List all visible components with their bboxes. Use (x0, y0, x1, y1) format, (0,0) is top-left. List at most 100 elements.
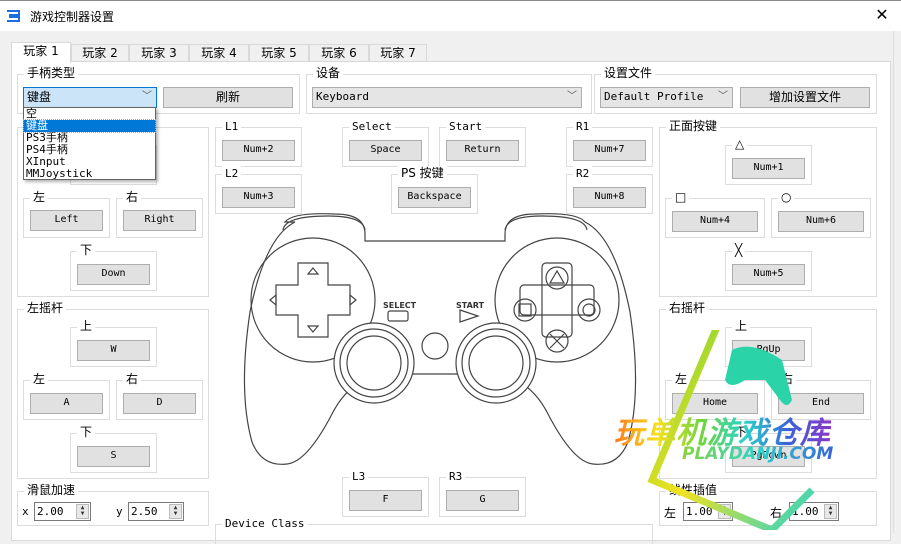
tab-player-3[interactable]: 玩家 3 (129, 44, 189, 62)
circle-icon (582, 303, 596, 317)
group-label: 下 (77, 243, 96, 258)
rs-down-button[interactable]: PgDown (732, 446, 805, 467)
option-keyboard[interactable]: 键盘 (23, 119, 156, 133)
ps-key-button[interactable]: Backspace (398, 187, 471, 208)
left-stick-group: 左摇杆 (17, 301, 209, 479)
select-key-button[interactable]: Space (349, 140, 422, 161)
dpad-left-button[interactable]: Left (30, 210, 103, 231)
rs-up-button[interactable]: PgUp (732, 340, 805, 361)
face-cross (541, 262, 573, 338)
dpad-down-button[interactable]: Down (77, 264, 150, 285)
dpad-left-group: 左 (23, 190, 110, 238)
group-label: 右 (123, 190, 142, 205)
start-key-button[interactable]: Return (446, 140, 519, 161)
ls-up-group: 上 (70, 319, 157, 367)
group-label: 左摇杆 (24, 301, 67, 316)
ls-down-group: 下 (70, 425, 157, 473)
dpad-left-icon (269, 293, 277, 307)
device-select[interactable]: Keyboard﹀ (312, 87, 582, 108)
group-label: 滑鼠加速 (24, 483, 79, 498)
device-class-group: Device Class (215, 516, 653, 544)
start-group: Start (439, 119, 526, 167)
option-xinput[interactable]: XInput (26, 156, 66, 168)
group-label: L3 (349, 469, 369, 484)
r3-group: R3 (439, 469, 526, 517)
option-mmjoystick[interactable]: MMJoystick (26, 168, 93, 180)
right-shoulder (504, 215, 588, 231)
left-stick (333, 322, 415, 404)
tab-player-2[interactable]: 玩家 2 (71, 44, 129, 62)
profile-select[interactable]: Default Profile﹀ (600, 87, 733, 108)
l3-button[interactable]: F (349, 490, 422, 511)
select-pad-button (387, 310, 409, 322)
l1-button[interactable]: Num+2 (222, 140, 295, 161)
ls-right-button[interactable]: D (123, 393, 196, 414)
add-profile-button[interactable]: 增加设置文件 (740, 87, 870, 108)
spin-arrows-icon[interactable]: ▲▼ (718, 504, 731, 519)
circle-group: ○ (771, 190, 871, 238)
right-stick (455, 322, 537, 404)
square-group: □ (665, 190, 765, 238)
left-label: 左 (664, 506, 677, 520)
app-icon (7, 10, 20, 22)
group-label: 线性插值 (666, 483, 721, 498)
dpad-right-button[interactable]: Right (123, 210, 196, 231)
close-button[interactable]: ✕ (875, 5, 889, 24)
rs-left-button[interactable]: Home (672, 393, 758, 414)
refresh-button[interactable]: 刷新 (163, 87, 293, 108)
circle-button[interactable]: Num+6 (778, 211, 864, 232)
chevron-down-icon: ﹀ (718, 91, 728, 102)
ls-down-button[interactable]: S (77, 446, 150, 467)
l2-group: L2 (215, 166, 302, 214)
square-button[interactable]: Num+4 (672, 211, 758, 232)
r3-button[interactable]: G (446, 490, 519, 511)
option-ps4[interactable]: PS4手柄 (26, 144, 68, 156)
l2-button[interactable]: Num+3 (222, 187, 295, 208)
mouse-y-spinbox[interactable]: 2.50 ▲▼ (128, 502, 184, 521)
tab-player-6[interactable]: 玩家 6 (309, 44, 369, 62)
triangle-icon (548, 269, 566, 284)
controller-type-select[interactable]: 键盘 ﹀ (23, 87, 157, 108)
spin-arrows-icon[interactable]: ▲▼ (76, 504, 89, 519)
spin-value: 2.50 (131, 505, 158, 518)
dpad-down-group: 下 (70, 243, 157, 291)
chevron-down-icon: ﹀ (142, 91, 152, 102)
tab-player-7[interactable]: 玩家 7 (369, 44, 427, 62)
select-pad-label: SELECT (383, 301, 417, 310)
window-title: 游戏控制器设置 (30, 10, 115, 24)
cross-button[interactable]: Num+5 (732, 264, 805, 285)
r1-button[interactable]: Num+7 (573, 140, 646, 161)
triangle-group: △ (725, 137, 812, 185)
triangle-button[interactable]: Num+1 (732, 158, 805, 179)
tab-player-5[interactable]: 玩家 5 (249, 44, 309, 62)
group-label: PS 按键 (398, 166, 447, 181)
left-shoulder (282, 215, 366, 231)
rs-right-button[interactable]: End (778, 393, 864, 414)
square-icon: □ (672, 190, 690, 205)
group-label: 左 (30, 190, 49, 205)
spin-arrows-icon[interactable]: ▲▼ (169, 504, 182, 519)
tab-player-1[interactable]: 玩家 1 (11, 42, 71, 63)
group-label: L2 (222, 166, 242, 181)
linear-left-spinbox[interactable]: 1.00▲▼ (683, 502, 733, 521)
cross-icon (549, 333, 565, 349)
cross-icon: ╳ (732, 243, 746, 258)
option-ps3[interactable]: PS3手柄 (26, 132, 68, 144)
select-value: 键盘 (27, 90, 52, 104)
l3-group: L3 (342, 469, 429, 517)
mouse-x-spinbox[interactable]: 2.00▲▼ (34, 502, 91, 521)
spin-value: 1.00 (792, 505, 819, 518)
spin-arrows-icon[interactable]: ▲▼ (824, 504, 837, 519)
select-value: Keyboard (316, 90, 369, 103)
ls-up-button[interactable]: W (77, 340, 150, 361)
dpad-ring (250, 237, 376, 363)
group-label: 下 (732, 425, 751, 440)
select-group: Select (342, 119, 429, 167)
group-label: 右摇杆 (666, 301, 709, 316)
ls-left-button[interactable]: A (30, 393, 103, 414)
linear-right-spinbox[interactable]: 1.00 ▲▼ (789, 502, 839, 521)
option-none[interactable]: 空 (26, 108, 37, 120)
tab-player-4[interactable]: 玩家 4 (189, 44, 249, 62)
cross-group: ╳ (725, 243, 812, 291)
r2-button[interactable]: Num+8 (573, 187, 646, 208)
